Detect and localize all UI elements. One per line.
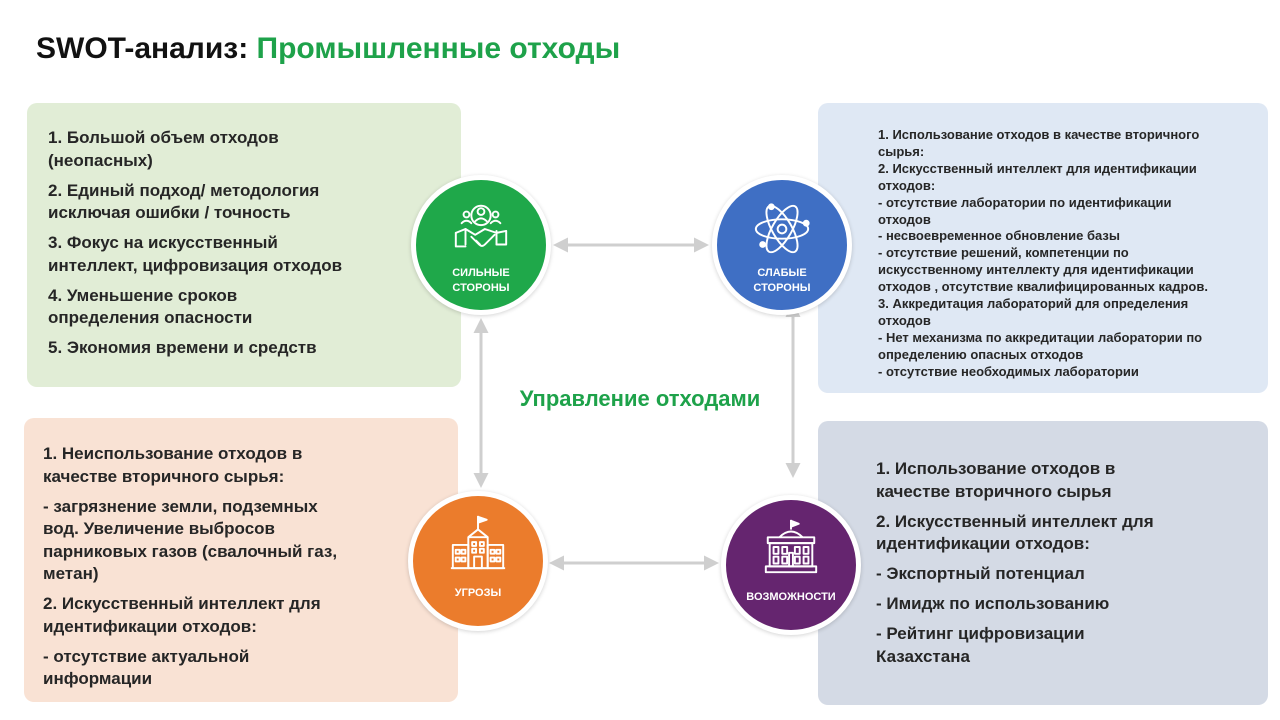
threats-label: УГРОЗЫ (454, 587, 502, 599)
weaknesses-list: 1. Использование отходов в качестве втор… (878, 127, 1263, 381)
people-handshake-icon (450, 198, 512, 260)
strengths-item: 4. Уменьшение сроков определения опаснос… (48, 285, 253, 328)
weaknesses-item: 2. Искусственный интеллект для идентифик… (878, 160, 1197, 193)
atom-icon (751, 198, 813, 260)
opportunities-item: 1. Использование отходов в качестве втор… (876, 459, 1116, 501)
opportunities-item: - Экспортный потенциал (876, 564, 1085, 583)
strengths-item: 5. Экономия времени и средств (48, 338, 317, 357)
government-building-icon (760, 516, 822, 578)
title-main: Промышленные отходы (256, 32, 621, 65)
strengths-circle: СИЛЬНЫЕ СТОРОНЫ (411, 175, 551, 315)
title-prefix: SWOT-анализ: (36, 32, 257, 65)
weaknesses-item: - отсутствие необходимых лаборатории (878, 363, 1139, 379)
opportunities-item: - Рейтинг цифровизации Казахстана (876, 624, 1085, 666)
threats-item: - отсутствие актуальной информации (43, 646, 250, 689)
opportunities-item: - Имидж по использованию (876, 594, 1110, 613)
threats-item: 1. Неиспользование отходов в качестве вт… (43, 444, 303, 486)
opportunities-circle: ВОЗМОЖНОСТИ (721, 495, 861, 635)
opportunities-list: 1. Использование отходов в качестве втор… (876, 458, 1256, 676)
weaknesses-item: - отсутствие решений, компетенции по иск… (878, 245, 1208, 295)
strengths-list: 1. Большой объем отходов (неопасных) 2. … (48, 127, 448, 367)
threats-list: 1. Неиспользование отходов в качестве вт… (43, 443, 443, 698)
weaknesses-label: СЛАБЫЕ СТОРОНЫ (753, 267, 811, 294)
page-title: SWOT-анализ: Промышленные отходы (36, 32, 620, 66)
strengths-label: СИЛЬНЫЕ СТОРОНЫ (452, 267, 510, 294)
weaknesses-item: - несвоевременное обновление базы (878, 228, 1120, 244)
threats-circle: УГРОЗЫ (408, 491, 548, 631)
opportunities-item: 2. Искусственный интеллект для идентифик… (876, 511, 1154, 554)
weaknesses-item: 1. Использование отходов в качестве втор… (878, 127, 1200, 159)
opportunities-label: ВОЗМОЖНОСТИ (746, 591, 836, 603)
strengths-item: 1. Большой объем отходов (неопасных) (48, 128, 279, 170)
threats-item: 2. Искусственный интеллект для идентифик… (43, 594, 321, 636)
weaknesses-circle: СЛАБЫЕ СТОРОНЫ (712, 175, 852, 315)
opportunities-box (818, 421, 1268, 705)
strengths-box (27, 103, 461, 387)
weaknesses-item: - Нет механизма по аккредитации лаборато… (878, 329, 1203, 362)
strengths-item: 3. Фокус на искусственный интеллект, циф… (48, 233, 343, 275)
weaknesses-item: - отсутствие лаборатории по идентификаци… (878, 194, 1172, 227)
threats-item: - загрязнение земли, подземных вод. Увел… (43, 496, 338, 584)
weaknesses-box (818, 103, 1268, 393)
strengths-item: 2. Единый подход/ методология исключая о… (48, 180, 320, 223)
threats-box (24, 418, 458, 702)
school-building-icon (447, 512, 509, 574)
weaknesses-item: 3. Аккредитация лабораторий для определе… (878, 296, 1189, 328)
center-label: Управление отходами (519, 386, 761, 411)
